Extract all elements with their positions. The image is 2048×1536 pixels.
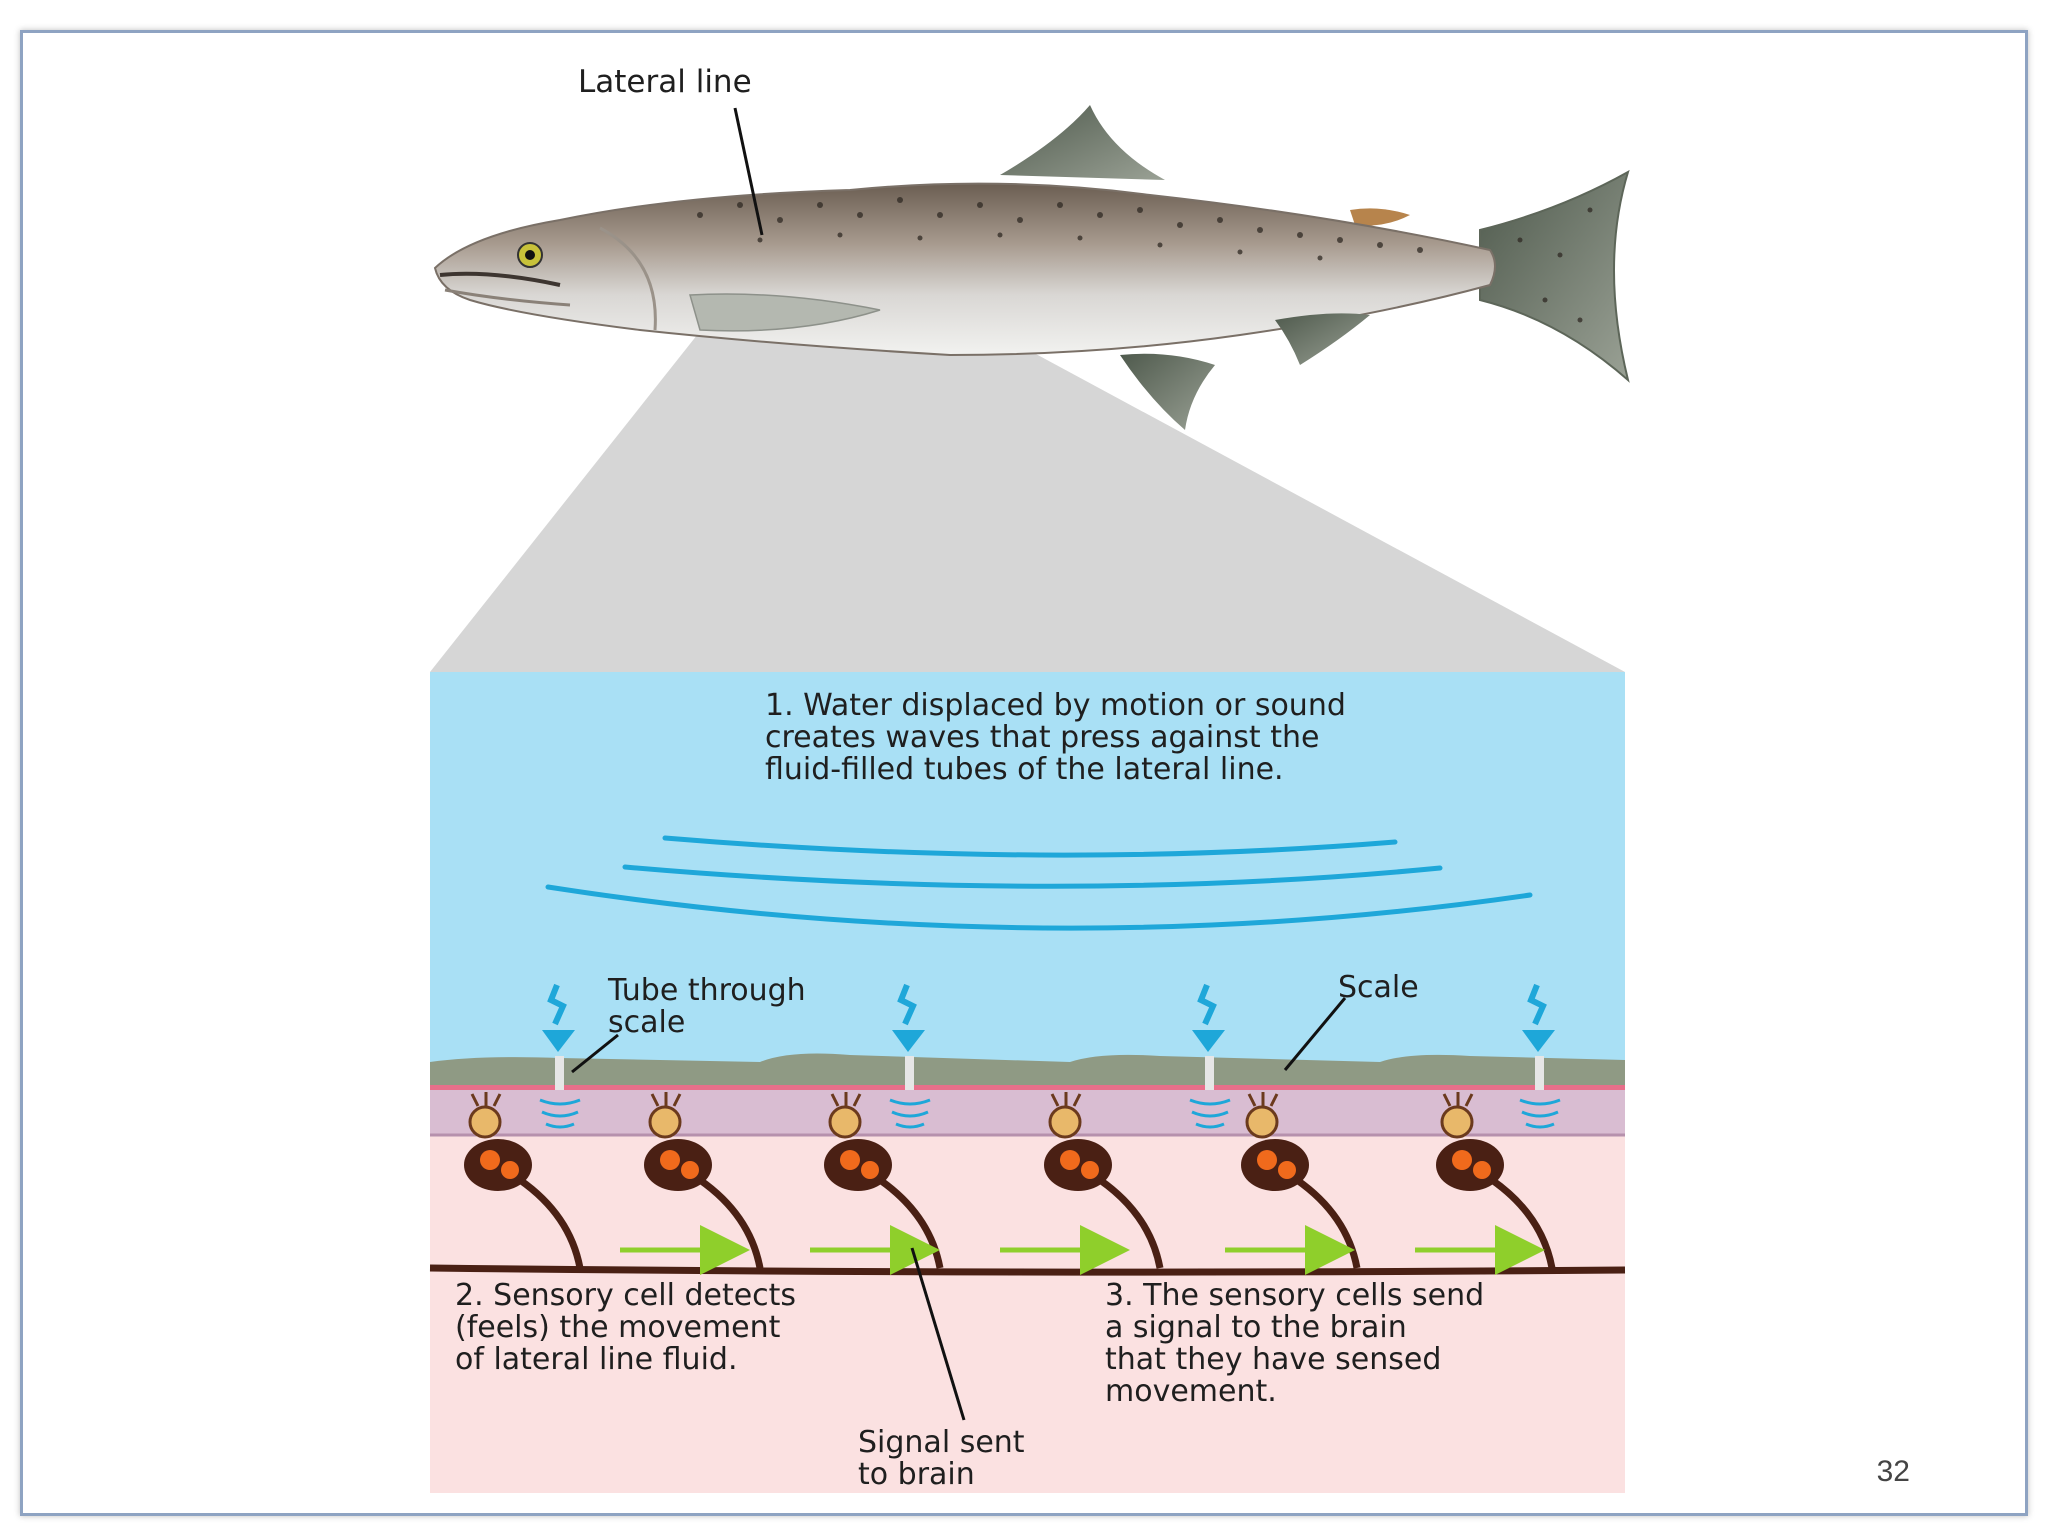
cross-section-panel xyxy=(429,672,1626,1493)
sensory-cell-5 xyxy=(1241,1092,1361,1269)
tube-3 xyxy=(1189,983,1231,1129)
water-waves xyxy=(545,835,1533,931)
step3-caption: 3. The sensory cells send a signal to th… xyxy=(1105,1278,1494,1409)
step1-caption: 1. Water displaced by motion or sound cr… xyxy=(765,688,1355,787)
tube-1 xyxy=(539,983,581,1129)
scale-layer xyxy=(430,1053,1625,1085)
sensory-cell-2 xyxy=(644,1092,764,1269)
skin-line xyxy=(430,1085,1625,1090)
tube-4 xyxy=(1519,983,1561,1129)
zoom-cone xyxy=(430,325,1625,672)
step2-caption: 2. Sensory cell detects (feels) the move… xyxy=(455,1278,806,1377)
lateral-line-canal xyxy=(430,1090,1625,1135)
sensory-cell-4 xyxy=(1044,1092,1164,1269)
page-number: 32 xyxy=(1876,1455,1910,1488)
salmon-illustration xyxy=(433,105,1630,430)
sensory-cell-3 xyxy=(824,1092,944,1269)
tissue-region xyxy=(430,1135,1625,1493)
nerve-fiber xyxy=(429,1264,1626,1276)
sensory-cell-6 xyxy=(1436,1092,1556,1269)
tube-label: Tube through scale xyxy=(607,973,815,1040)
tube-2 xyxy=(889,983,931,1129)
signal-label: Signal sent to brain xyxy=(858,1425,1034,1492)
scale-pointer xyxy=(1283,997,1347,1071)
tube-pointer xyxy=(571,1033,619,1074)
signal-pointer xyxy=(910,1247,966,1421)
scale-label: Scale xyxy=(1338,970,1419,1005)
lateral-line-label: Lateral line xyxy=(578,64,752,100)
sensory-cell-1 xyxy=(464,1092,584,1269)
lateral-line-pointer xyxy=(733,107,764,236)
